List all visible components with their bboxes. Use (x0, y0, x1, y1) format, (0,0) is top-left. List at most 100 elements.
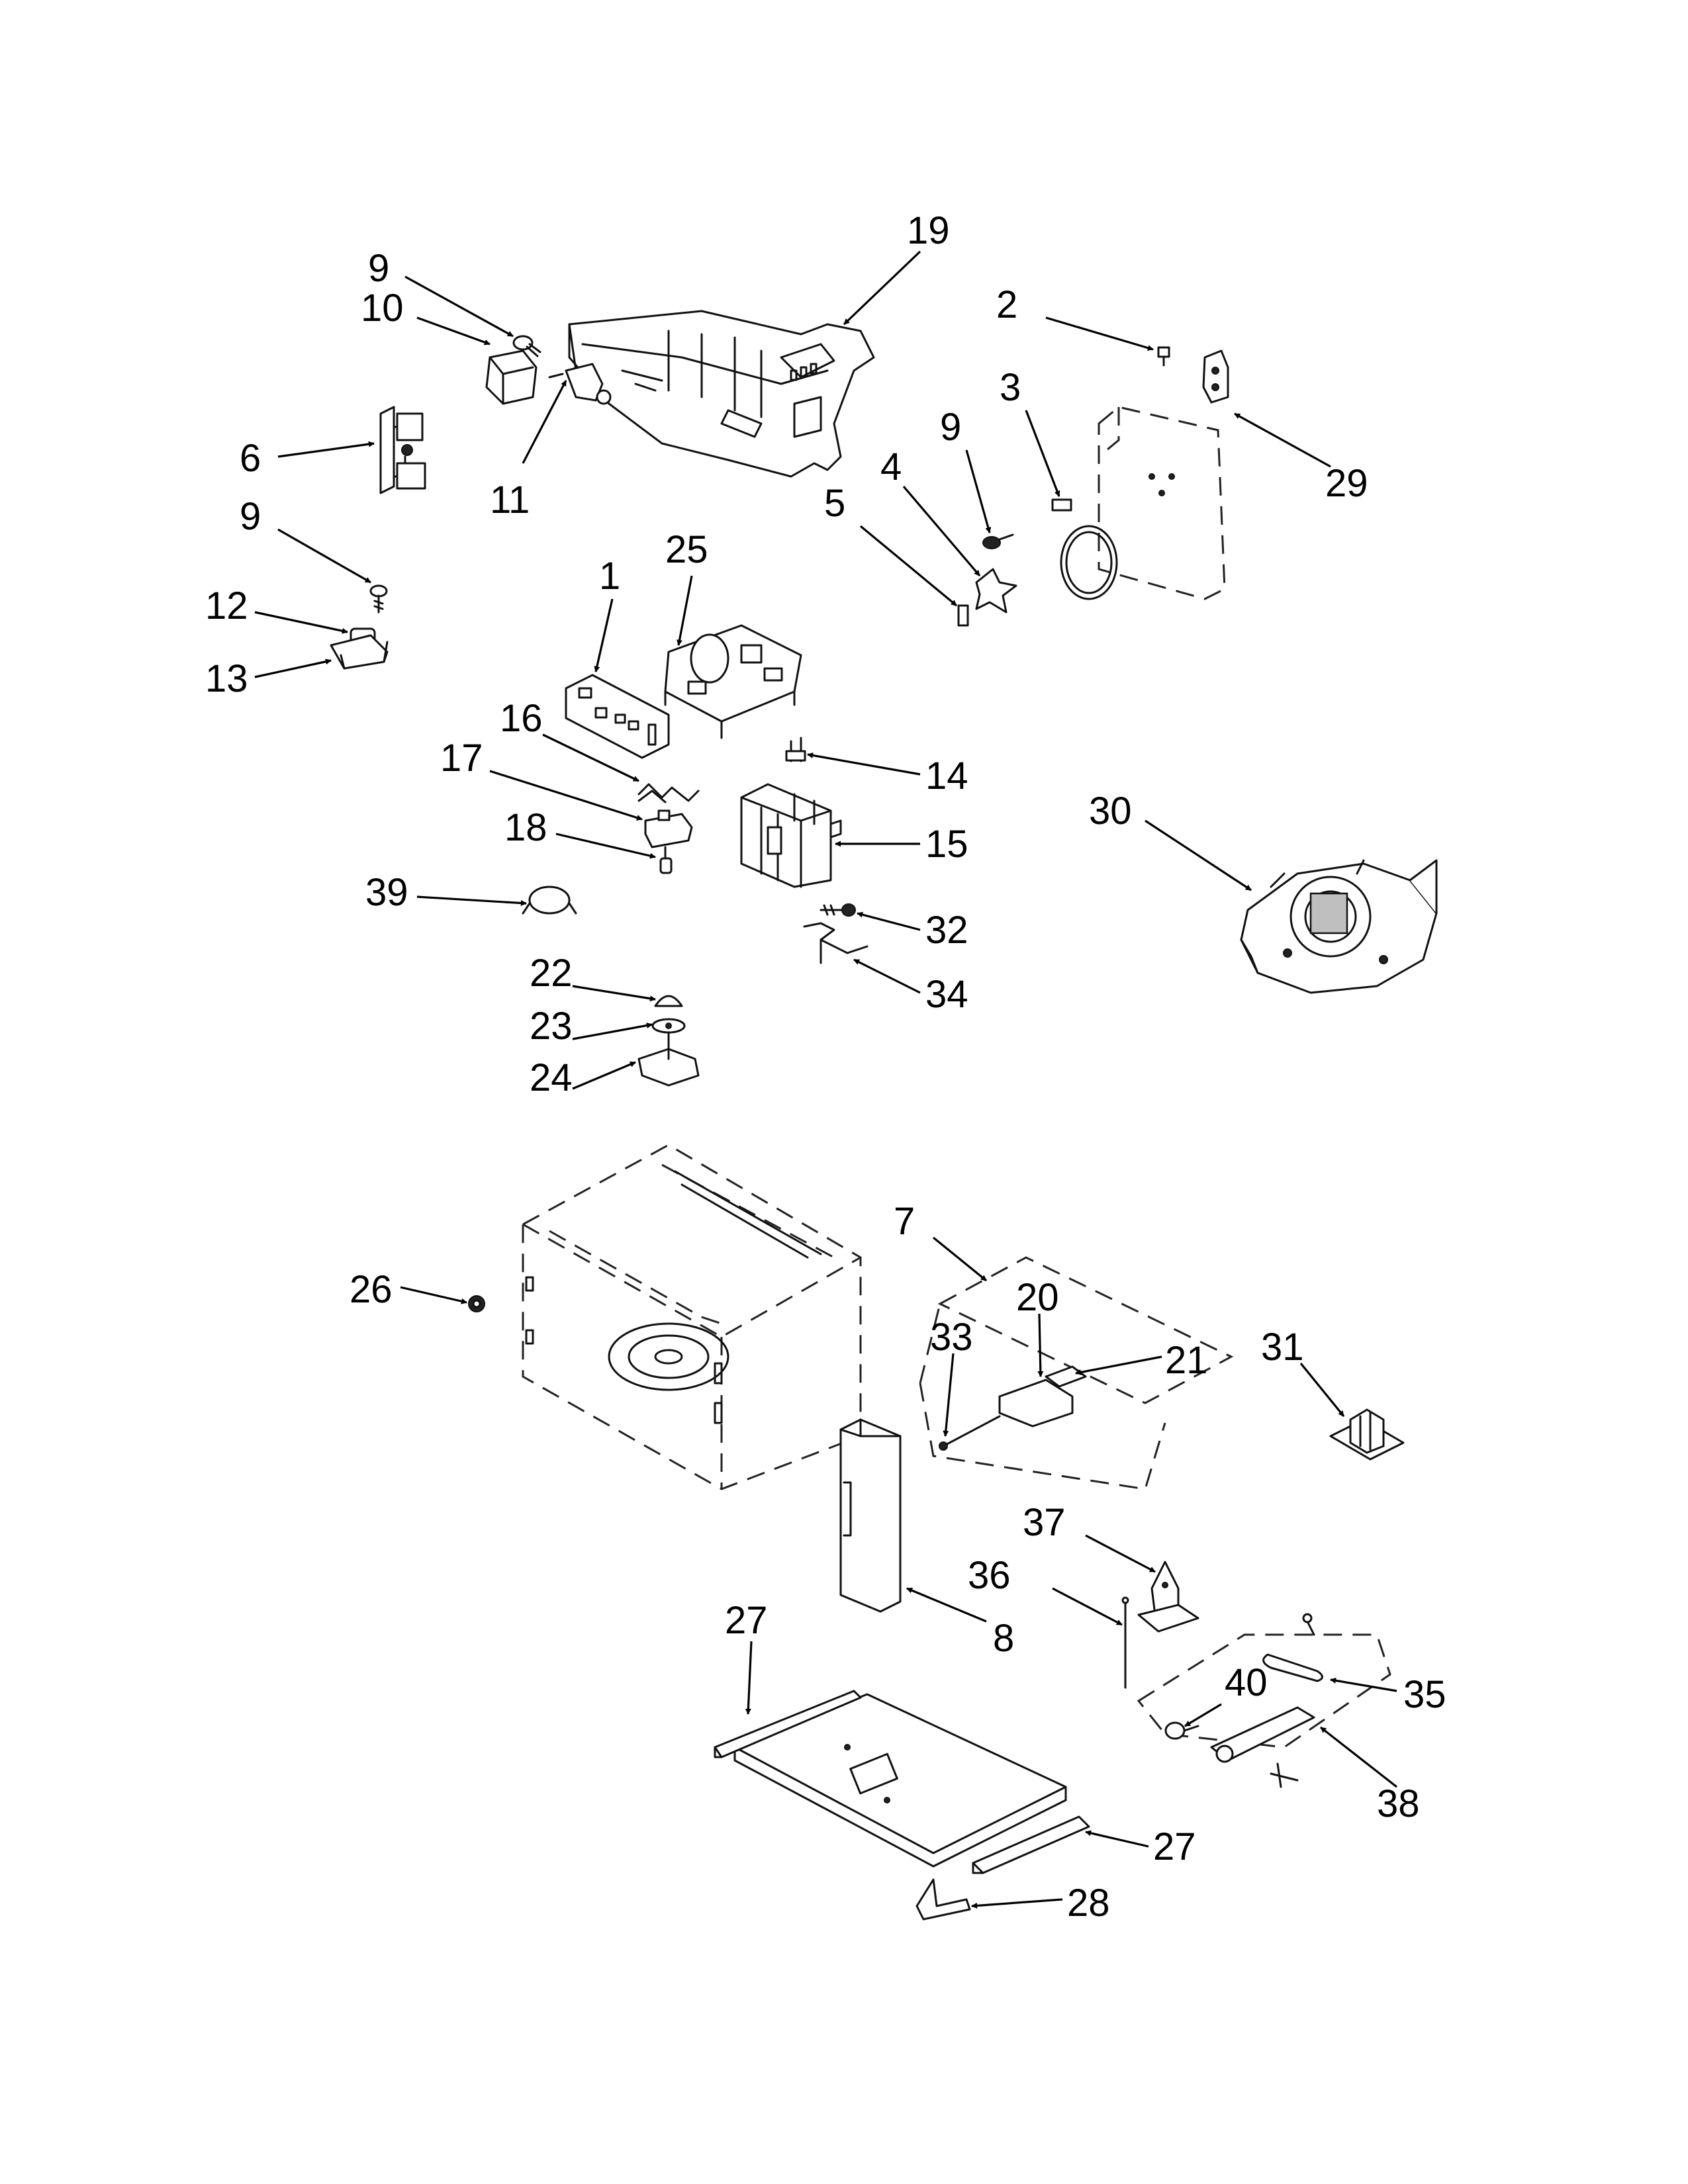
bracket-part-34 (803, 922, 868, 964)
callout-9-top: 9 (368, 247, 389, 290)
leader-2 (1045, 316, 1154, 351)
callout-33: 33 (930, 1316, 973, 1359)
screw-part-9-right (982, 533, 1014, 549)
leader-22 (572, 985, 656, 1002)
screw-part-9-left (369, 584, 388, 614)
leader-35 (1330, 1677, 1397, 1692)
callout-7: 7 (894, 1200, 915, 1243)
callout-4: 4 (880, 445, 902, 488)
leader-30 (1145, 819, 1252, 891)
leader-12 (254, 611, 348, 634)
callout-16: 16 (500, 697, 543, 740)
control-board-part-1 (565, 674, 670, 759)
leader-29 (1234, 412, 1331, 468)
callout-labels: 19 9 10 11 6 9 12 13 2 29 3 9 4 5 25 1 1… (205, 209, 1446, 1925)
callout-38: 38 (1377, 1782, 1420, 1825)
fuse-holder-part-13 (330, 634, 389, 670)
callout-26: 26 (350, 1268, 393, 1311)
leader-13 (254, 659, 332, 678)
diode-part-14 (785, 737, 806, 762)
callout-18: 18 (504, 806, 547, 849)
leader-21 (1075, 1355, 1162, 1375)
leader-37 (1085, 1534, 1156, 1573)
leader-25 (677, 575, 693, 646)
callout-6: 6 (240, 437, 261, 480)
callout-17: 17 (440, 737, 483, 780)
pin-part-40 (1164, 1721, 1199, 1740)
callout-10: 10 (361, 287, 404, 330)
rod-part-36 (1121, 1596, 1129, 1689)
transformer-part-15 (740, 783, 842, 888)
callout-8: 8 (993, 1617, 1014, 1660)
leader-10 (416, 316, 491, 345)
leader-20 (1037, 1313, 1044, 1377)
screw-part-9-top (512, 335, 541, 357)
grommet-part-26 (468, 1295, 485, 1312)
clip-part-5 (957, 604, 969, 627)
leader-9-right (965, 449, 992, 533)
cap-part-22 (654, 995, 683, 1007)
leader-4 (902, 485, 981, 577)
leader-28 (971, 1898, 1063, 1909)
latch-frame-part-35 (1137, 1613, 1391, 1749)
thermal-cutout-part-39 (522, 886, 577, 915)
oven-cavity (522, 1144, 862, 1490)
side-panel-part-8 (839, 1418, 902, 1613)
leader-6 (277, 441, 375, 458)
leader-16 (542, 733, 639, 782)
blower-motor-part-30 (1240, 859, 1438, 994)
leader-19 (843, 250, 921, 326)
callout-39: 39 (365, 871, 408, 914)
callout-22: 22 (530, 952, 573, 995)
callout-12: 12 (205, 584, 248, 627)
rail-part-27-left (714, 1690, 862, 1758)
fastener-part-2 (1157, 346, 1170, 367)
callout-3: 3 (1000, 366, 1021, 409)
callout-27-left: 27 (725, 1599, 768, 1642)
callout-23: 23 (530, 1005, 573, 1048)
callout-40: 40 (1225, 1661, 1268, 1704)
leader-lines (254, 250, 1397, 1909)
leader-31 (1299, 1362, 1345, 1418)
callout-34: 34 (925, 973, 968, 1016)
callout-14: 14 (925, 754, 968, 797)
relay-module-part-31 (1329, 1408, 1405, 1461)
rail-part-27-right (972, 1815, 1090, 1874)
leader-18 (555, 833, 656, 859)
leader-39 (416, 895, 527, 907)
callout-1: 1 (599, 555, 620, 598)
callout-9-right: 9 (940, 406, 961, 449)
leader-40 (1184, 1703, 1222, 1727)
leader-11 (522, 380, 567, 464)
control-bracket-part-19 (568, 310, 875, 478)
callout-29: 29 (1325, 462, 1368, 505)
callout-30: 30 (1089, 790, 1132, 833)
relay-part-17 (644, 809, 693, 848)
leader-32 (857, 911, 921, 931)
callout-25: 25 (665, 528, 708, 571)
wire-harness-part-16 (637, 783, 700, 803)
switch-part-10 (485, 349, 538, 405)
callout-13: 13 (205, 657, 248, 700)
leader-24 (572, 1061, 636, 1090)
callout-36: 36 (968, 1554, 1011, 1597)
leader-1 (594, 598, 614, 672)
callout-5: 5 (824, 482, 845, 525)
callout-11: 11 (490, 478, 530, 522)
callout-15: 15 (925, 823, 968, 866)
callout-20: 20 (1016, 1276, 1059, 1319)
leader-3 (1025, 410, 1060, 497)
callout-9-left: 9 (240, 495, 261, 538)
callout-24: 24 (530, 1056, 573, 1099)
leader-9-top (404, 275, 514, 338)
callout-19: 19 (907, 209, 950, 252)
callout-2: 2 (996, 283, 1017, 326)
callout-31: 31 (1261, 1326, 1304, 1369)
callout-32: 32 (925, 909, 968, 952)
leader-8 (906, 1587, 987, 1623)
leader-14 (807, 752, 921, 776)
probe-rod-part-33 (939, 1415, 1001, 1451)
leader-38 (1320, 1726, 1397, 1788)
washer-part-23 (651, 1018, 686, 1034)
